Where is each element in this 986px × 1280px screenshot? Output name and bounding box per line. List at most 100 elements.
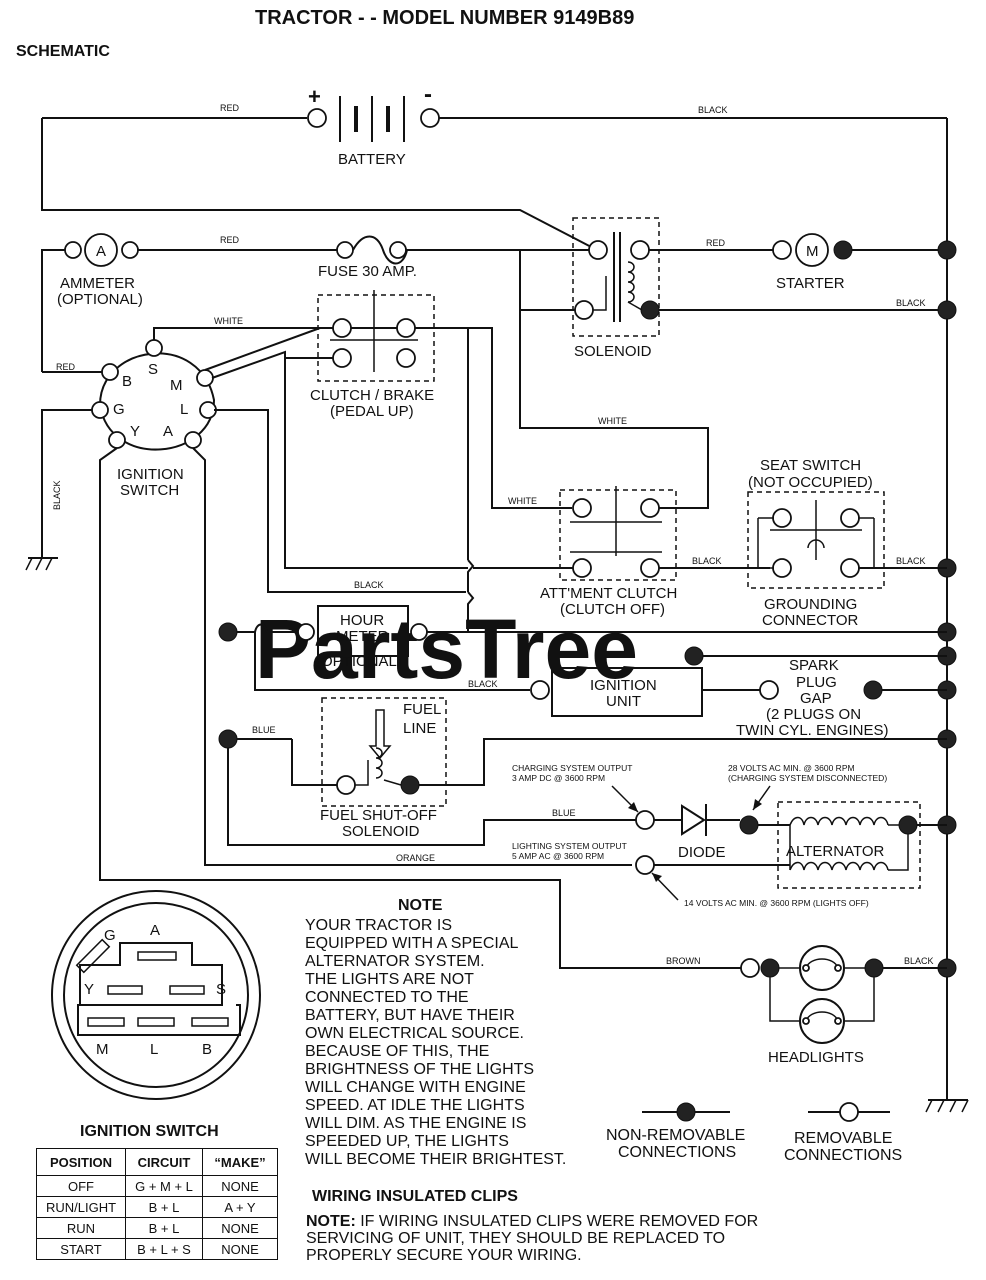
note-line: WILL DIM. AS THE ENGINE IS xyxy=(305,1115,526,1132)
wire-label-orange: ORANGE xyxy=(396,853,435,863)
wire-label-blue: BLUE xyxy=(252,725,276,735)
page-title: TRACTOR - - MODEL NUMBER 9149B89 xyxy=(255,7,634,29)
ign-y-brown-wire xyxy=(99,447,748,969)
fuel-solenoid-label-1: FUEL SHUT-OFF xyxy=(320,807,437,824)
page-subtitle: SCHEMATIC xyxy=(16,43,110,60)
table-header-row: POSITION CIRCUIT “MAKE” xyxy=(36,1148,278,1176)
table-cell: OFF xyxy=(36,1175,126,1197)
terminal-G: G xyxy=(113,401,125,418)
att-jumper-2 xyxy=(467,591,475,632)
legend-non-removable-1: NON-REMOVABLE xyxy=(606,1127,745,1144)
ammeter-symbol: A xyxy=(96,243,106,260)
ignition-switch-label-2: SWITCH xyxy=(120,482,179,499)
clips-note-label: NOTE: xyxy=(306,1213,356,1230)
wire-label-blue-2: BLUE xyxy=(552,808,576,818)
spark-plug: SPARK PLUG GAP (2 PLUGS ON TWIN CYL. ENG… xyxy=(736,657,947,739)
volts28: 28 VOLTS AC MIN. @ 3600 RPM (CHARGING SY… xyxy=(728,763,887,811)
face-terminal-B: B xyxy=(202,1041,212,1058)
wire-label-brown: BROWN xyxy=(666,956,701,966)
note-line: WILL BECOME THEIR BRIGHTEST. xyxy=(305,1151,566,1168)
seat-switch: SEAT SWITCH (NOT OCCUPIED) GROUNDING CON… xyxy=(747,457,885,629)
note-line: ALTERNATOR SYSTEM. xyxy=(305,953,485,970)
face-terminal-M: M xyxy=(96,1041,109,1058)
table-cell: B + L xyxy=(125,1217,203,1239)
wire-label-black-7: BLACK xyxy=(468,679,498,689)
clips-line-1-text: IF WIRING INSULATED CLIPS WERE REMOVED F… xyxy=(356,1213,758,1230)
ign-l-wire xyxy=(214,409,466,593)
fuel-solenoid-label-2: SOLENOID xyxy=(342,823,420,840)
legend-non-removable-2: CONNECTIONS xyxy=(618,1144,736,1161)
ignition-ground-dot xyxy=(684,646,704,666)
wire-label-black-6: BLACK xyxy=(896,556,926,566)
fuse: FUSE 30 AMP. xyxy=(318,235,417,280)
battery-plus: + xyxy=(308,84,321,109)
table-cell: NONE xyxy=(202,1217,278,1239)
volts14-label: 14 VOLTS AC MIN. @ 3600 RPM (LIGHTS OFF) xyxy=(684,898,869,908)
table-cell: RUN xyxy=(36,1217,126,1239)
fuel-line-label-1: FUEL xyxy=(403,701,441,718)
clutch-brake-label-1: CLUTCH / BRAKE xyxy=(310,387,434,404)
spark-label-3: GAP xyxy=(800,690,832,707)
wire-label-red-3: RED xyxy=(706,238,726,248)
terminal-Y: Y xyxy=(130,423,140,440)
legend: NON-REMOVABLE CONNECTIONS REMOVABLE CONN… xyxy=(606,1102,902,1164)
ignition-unit: BLACK IGNITION UNIT xyxy=(254,632,760,717)
ignition-switch-label-1: IGNITION xyxy=(117,466,184,483)
starter-symbol: M xyxy=(806,243,819,260)
note-line: EQUIPPED WITH A SPECIAL xyxy=(305,935,518,952)
table-cell: START xyxy=(36,1238,126,1260)
clips-line-1: NOTE: IF WIRING INSULATED CLIPS WERE REM… xyxy=(306,1213,758,1230)
clips-line-2: SERVICING OF UNIT, THEY SHOULD BE REPLAC… xyxy=(306,1230,725,1247)
face-terminal-Y: Y xyxy=(84,981,94,998)
clips-line-3: PROPERLY SECURE YOUR WIRING. xyxy=(306,1247,582,1264)
volts28-label-1: 28 VOLTS AC MIN. @ 3600 RPM xyxy=(728,763,855,773)
wire-label-white-3: WHITE xyxy=(598,416,627,426)
note-line: THE LIGHTS ARE NOT xyxy=(305,971,474,988)
grounding-label-1: GROUNDING xyxy=(764,596,857,613)
terminal-S: S xyxy=(148,361,158,378)
ignition-table-title: IGNITION SWITCH xyxy=(80,1123,219,1140)
fuel-ground-wire xyxy=(419,738,947,786)
fuse-white-wire xyxy=(406,249,709,509)
wire-label-white-2: WHITE xyxy=(508,496,537,506)
wire-label-black-8: BLACK xyxy=(904,956,934,966)
ign-s-white-wire xyxy=(153,327,572,509)
battery-minus: - xyxy=(424,81,432,108)
ignition-unit-label-2: UNIT xyxy=(606,693,641,710)
wire-label-black-3: BLACK xyxy=(52,480,62,510)
solenoid-label: SOLENOID xyxy=(574,343,652,360)
alternator-label: ALTERNATOR xyxy=(786,843,885,860)
clips-title: WIRING INSULATED CLIPS xyxy=(312,1188,518,1205)
seat-switch-label-2: (NOT OCCUPIED) xyxy=(748,474,873,491)
table-cell: A + Y xyxy=(202,1196,278,1218)
wire-label-black-4: BLACK xyxy=(354,580,384,590)
fuel-line-label-2: LINE xyxy=(403,720,436,737)
charging-label-2: 3 AMP DC @ 3600 RPM xyxy=(512,773,605,783)
table-cell: RUN/LIGHT xyxy=(36,1196,126,1218)
charging-label-1: CHARGING SYSTEM OUTPUT xyxy=(512,763,632,773)
face-terminal-S: S xyxy=(216,981,226,998)
header-circuit: CIRCUIT xyxy=(125,1148,203,1176)
attachment-clutch-switch: ATT'MENT CLUTCH (CLUTCH OFF) xyxy=(540,486,677,618)
note-line: BATTERY, BUT HAVE THEIR xyxy=(305,1007,515,1024)
table-cell: NONE xyxy=(202,1238,278,1260)
note-line: BECAUSE OF THIS, THE xyxy=(305,1043,489,1060)
clutch-brake-switch: CLUTCH / BRAKE (PEDAL UP) xyxy=(310,290,435,420)
header-make: “MAKE” xyxy=(202,1148,278,1176)
solenoid-coil-wire xyxy=(519,250,575,311)
terminal-A: A xyxy=(163,423,173,440)
wire-label-black-2: BLACK xyxy=(896,298,926,308)
ign-g-ground-wire xyxy=(41,409,92,558)
ammeter-optional: (OPTIONAL) xyxy=(57,291,143,308)
wire-label-black: BLACK xyxy=(698,105,728,115)
hour-meter-label-3: (OPTIONAL) xyxy=(316,653,402,670)
volts28-label-2: (CHARGING SYSTEM DISCONNECTED) xyxy=(728,773,887,783)
grounding-label-2: CONNECTOR xyxy=(762,612,859,629)
table-cell: B + L xyxy=(125,1196,203,1218)
note-line: YOUR TRACTOR IS xyxy=(305,917,452,934)
face-terminal-L: L xyxy=(150,1041,158,1058)
